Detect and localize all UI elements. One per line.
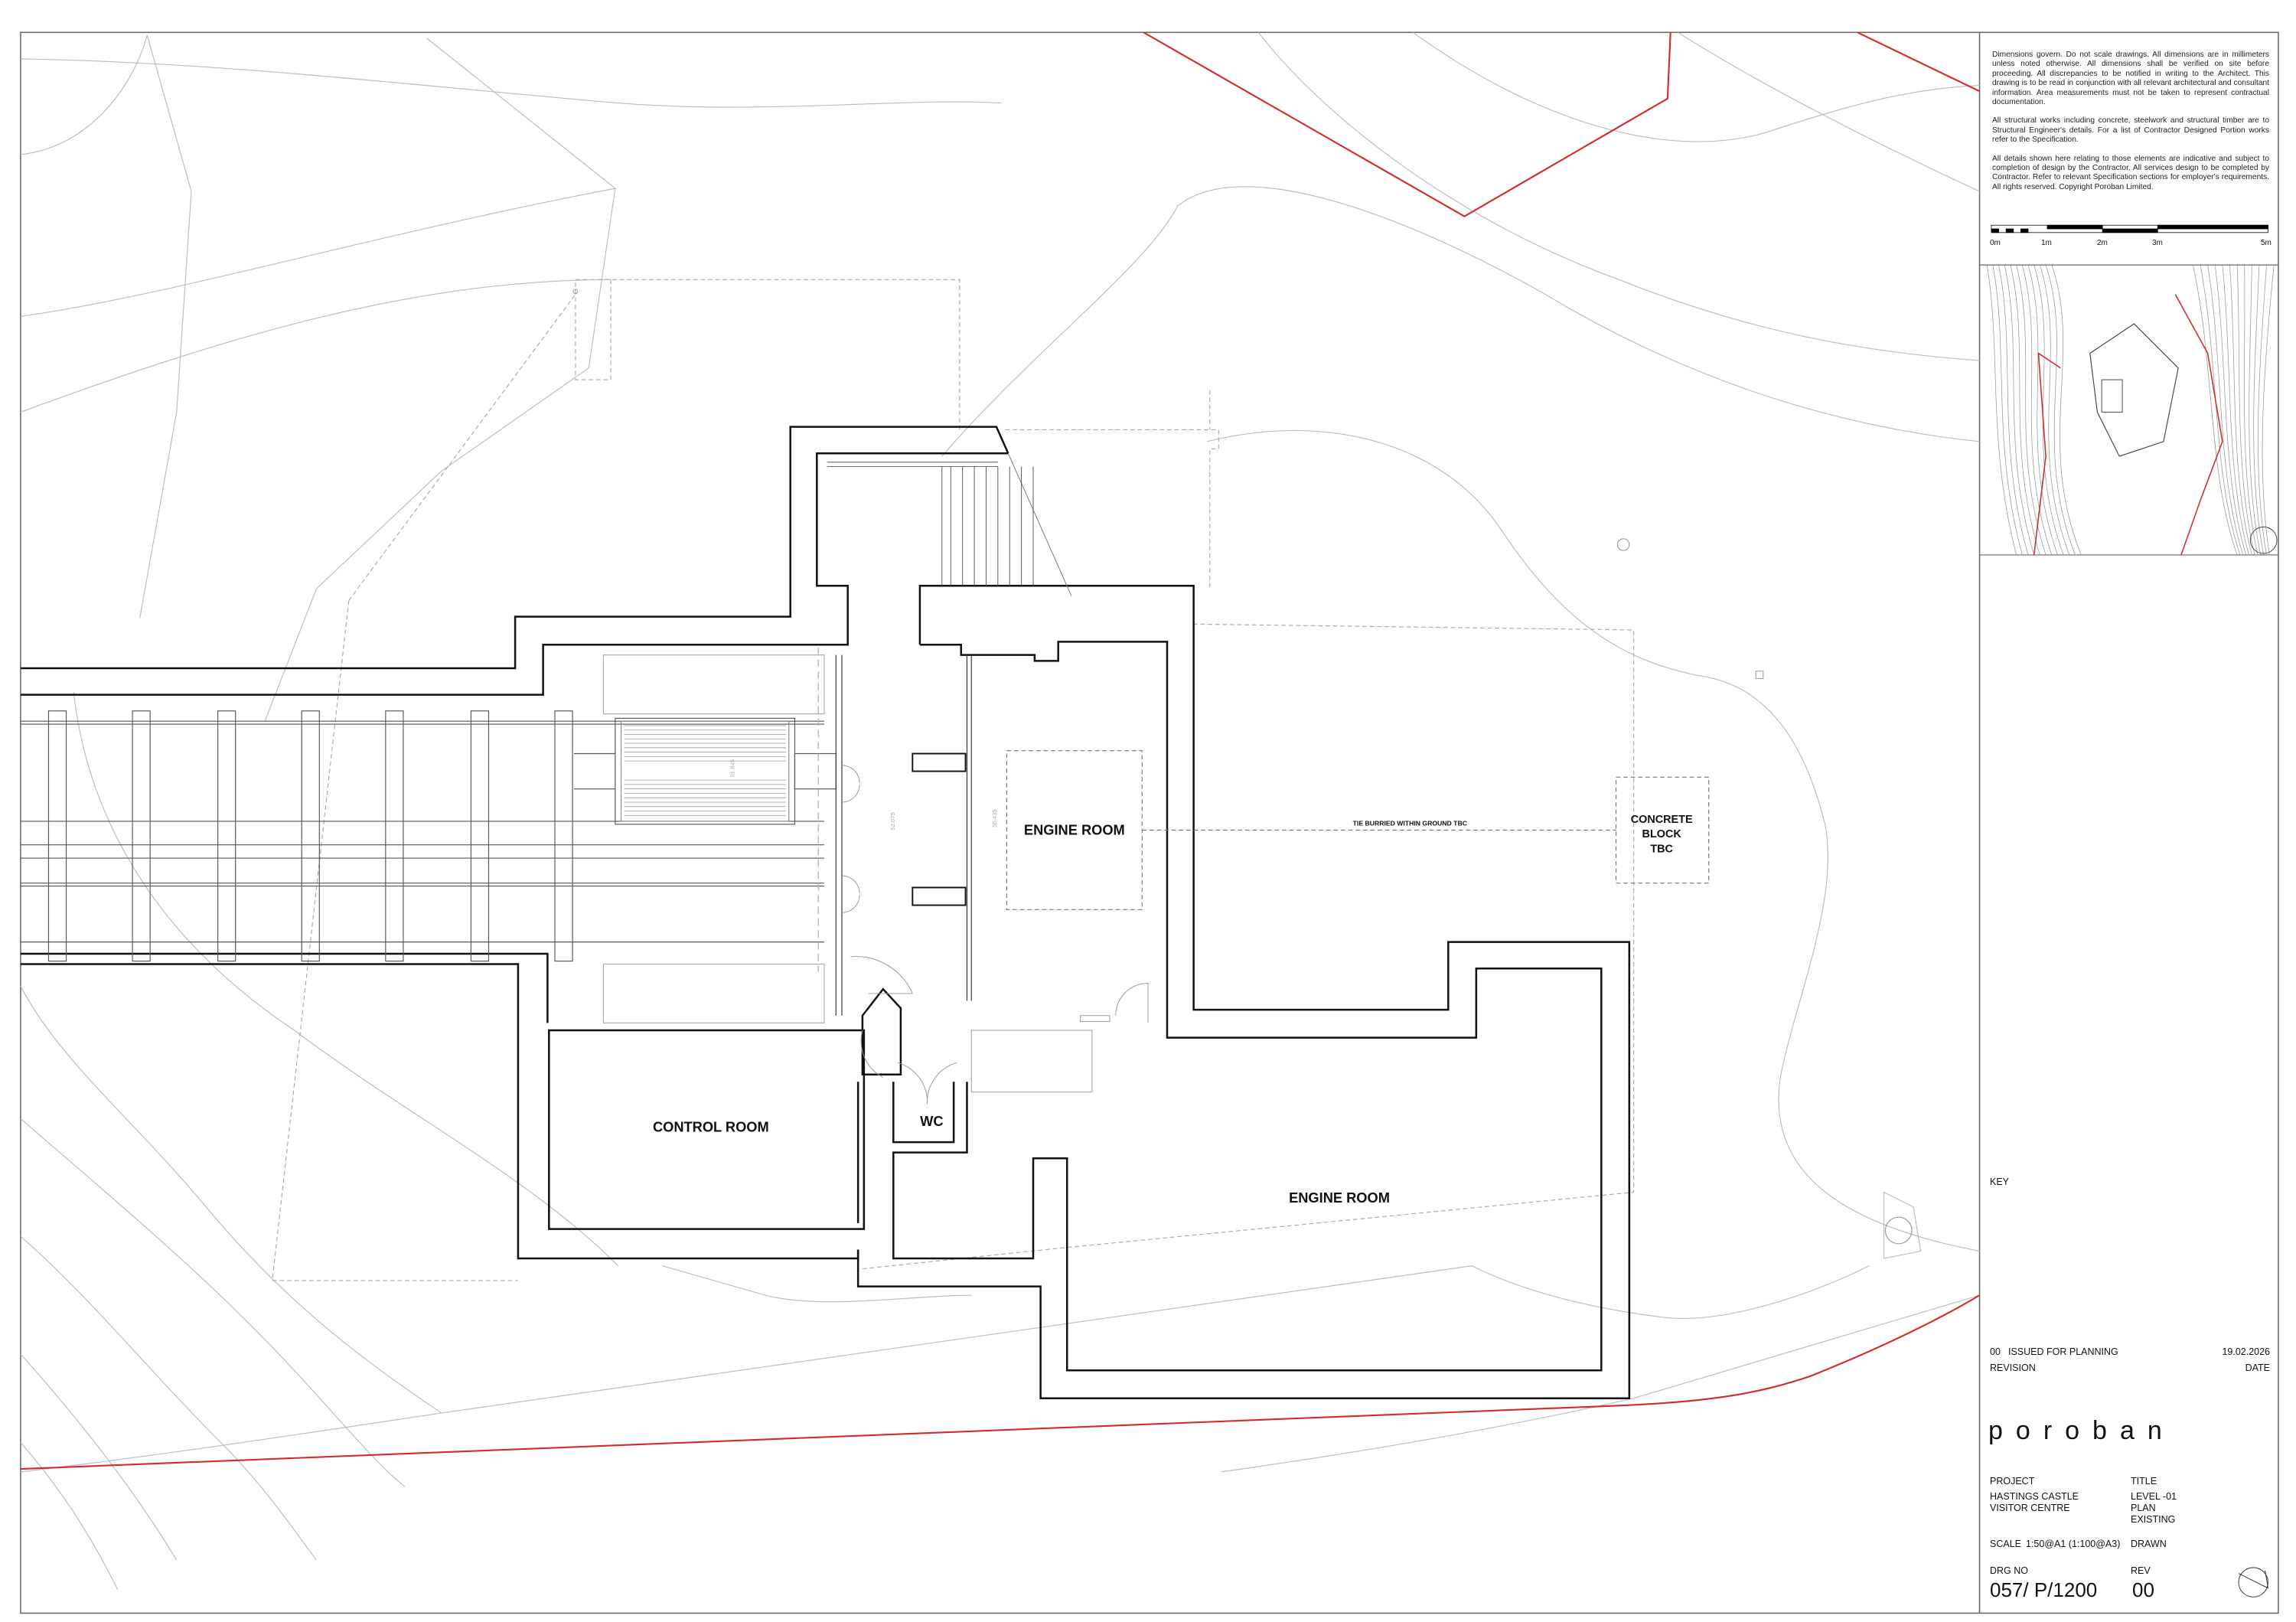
walls bbox=[20, 426, 1631, 1399]
project-line: VISITOR CENTRE bbox=[1990, 1503, 2070, 1513]
minimap-contour bbox=[1986, 265, 2017, 556]
internal-features bbox=[912, 752, 967, 906]
existing-outline-dashed bbox=[272, 279, 1635, 1281]
room-label-wc: WC bbox=[920, 1113, 943, 1129]
bridge-post bbox=[132, 710, 151, 962]
bridge-structure bbox=[20, 648, 972, 1023]
minimap-contour bbox=[2004, 265, 2035, 556]
bridge-post bbox=[47, 710, 67, 962]
minimap-contour bbox=[2193, 265, 2238, 556]
minimap-contour bbox=[2051, 264, 2082, 556]
minimap-contour bbox=[2016, 265, 2047, 556]
scale-tick-label: 2m bbox=[2097, 239, 2108, 247]
project-label: PROJECT bbox=[1990, 1476, 2035, 1487]
concrete-block-outline bbox=[1615, 776, 1710, 884]
minimap-contour bbox=[2045, 264, 2076, 556]
minimap-contour bbox=[2033, 265, 2064, 556]
level-marker: 50.435 bbox=[991, 809, 998, 827]
minimap-contour bbox=[2262, 265, 2275, 555]
poroban-logo: poroban bbox=[1988, 1416, 2175, 1445]
drg-no-value: 057/ P/1200 bbox=[1990, 1578, 2098, 1601]
stair bbox=[827, 453, 1072, 596]
key-label: KEY bbox=[1990, 1177, 2010, 1187]
scale-tick-label: 3m bbox=[2152, 239, 2163, 247]
title-label: TITLE bbox=[2131, 1476, 2157, 1487]
scale-tick-label: 1m bbox=[2041, 239, 2052, 247]
bridge-post bbox=[301, 710, 320, 962]
room-label-engine-room-upper: ENGINE ROOM bbox=[1024, 821, 1125, 837]
tie-annotation: TIE BURRIED WITHIN GROUND TBC bbox=[1353, 820, 1467, 827]
room-label-engine-room-lower: ENGINE ROOM bbox=[1289, 1190, 1390, 1206]
revision-code: 00 bbox=[1990, 1346, 2001, 1357]
doors bbox=[841, 765, 1149, 1105]
scale-tick-label: 5m bbox=[2261, 239, 2272, 247]
minimap-contour bbox=[2222, 265, 2249, 556]
project-line: HASTINGS CASTLE bbox=[1990, 1491, 2079, 1502]
minimap-contour bbox=[2027, 265, 2058, 556]
bridge-post bbox=[385, 710, 404, 962]
label-concrete-block-2: BLOCK bbox=[1642, 828, 1682, 840]
tree-marker bbox=[1616, 538, 1630, 551]
note-paragraph: Dimensions govern. Do not scale drawings… bbox=[1992, 51, 2269, 107]
general-notes: Dimensions govern. Do not scale drawings… bbox=[1992, 51, 2269, 201]
drawn-label: DRAWN bbox=[2131, 1539, 2167, 1549]
minimap-contour bbox=[2010, 265, 2040, 556]
title-line: PLAN bbox=[2131, 1503, 2156, 1513]
revision-label: REVISION bbox=[1990, 1363, 2036, 1373]
label-concrete-block-3: TBC bbox=[1650, 843, 1673, 855]
minimap-contour bbox=[2200, 265, 2241, 556]
engine-footprint bbox=[1006, 750, 1710, 910]
minimap-contour bbox=[2207, 265, 2244, 556]
minimap-contour bbox=[2229, 265, 2252, 556]
scale-label: SCALE bbox=[1990, 1539, 2021, 1549]
location-minimap bbox=[1979, 264, 2278, 556]
note-paragraph: All structural works including concrete,… bbox=[1992, 116, 2269, 145]
bridge-deck-slats bbox=[624, 725, 786, 816]
minimap-contour bbox=[2253, 265, 2265, 555]
minimap-contour bbox=[2040, 265, 2070, 556]
title-line: LEVEL -01 bbox=[2131, 1491, 2177, 1502]
minimap-contour bbox=[1998, 265, 2029, 556]
site-boundary-red bbox=[20, 31, 1981, 1470]
contour-lines bbox=[20, 31, 1980, 1590]
rev-value: 00 bbox=[2132, 1578, 2154, 1601]
title-line: EXISTING bbox=[2131, 1514, 2176, 1525]
level-marker: 51.845 bbox=[729, 759, 736, 778]
drg-no-label: DRG NO bbox=[1990, 1565, 2028, 1576]
north-arrow-icon bbox=[2238, 1567, 2268, 1598]
drawing-frame bbox=[20, 31, 2279, 1614]
revision-description: ISSUED FOR PLANNING bbox=[2008, 1346, 2118, 1357]
minimap-contour bbox=[1992, 265, 2023, 556]
minimap-contour bbox=[2258, 265, 2267, 555]
minimap-contour bbox=[2236, 265, 2255, 556]
label-concrete-block-1: CONCRETE bbox=[1631, 814, 1693, 826]
scale-tick-label: 0m bbox=[1990, 239, 2001, 247]
minimap-contour bbox=[2244, 265, 2258, 556]
survey-marker bbox=[1755, 671, 1764, 679]
scale-value: 1:50@A1 (1:100@A3) bbox=[2026, 1539, 2121, 1549]
scale-bar bbox=[1991, 224, 2268, 233]
room-label-control-room: CONTROL ROOM bbox=[653, 1119, 769, 1135]
revision-date: 19.02.2026 bbox=[2222, 1346, 2270, 1357]
bridge-post bbox=[470, 710, 490, 962]
bridge-post bbox=[217, 710, 236, 962]
rev-label: REV bbox=[2131, 1565, 2151, 1576]
level-marker: 52.075 bbox=[889, 812, 896, 831]
bridge-post bbox=[554, 710, 573, 962]
note-paragraph: All details shown here relating to those… bbox=[1992, 154, 2269, 191]
minimap-contour bbox=[2021, 265, 2053, 556]
date-label: DATE bbox=[2245, 1363, 2270, 1373]
minimap-contour bbox=[2214, 265, 2246, 556]
tree-marker bbox=[1884, 1216, 1913, 1245]
minimap-contour bbox=[2249, 265, 2262, 556]
